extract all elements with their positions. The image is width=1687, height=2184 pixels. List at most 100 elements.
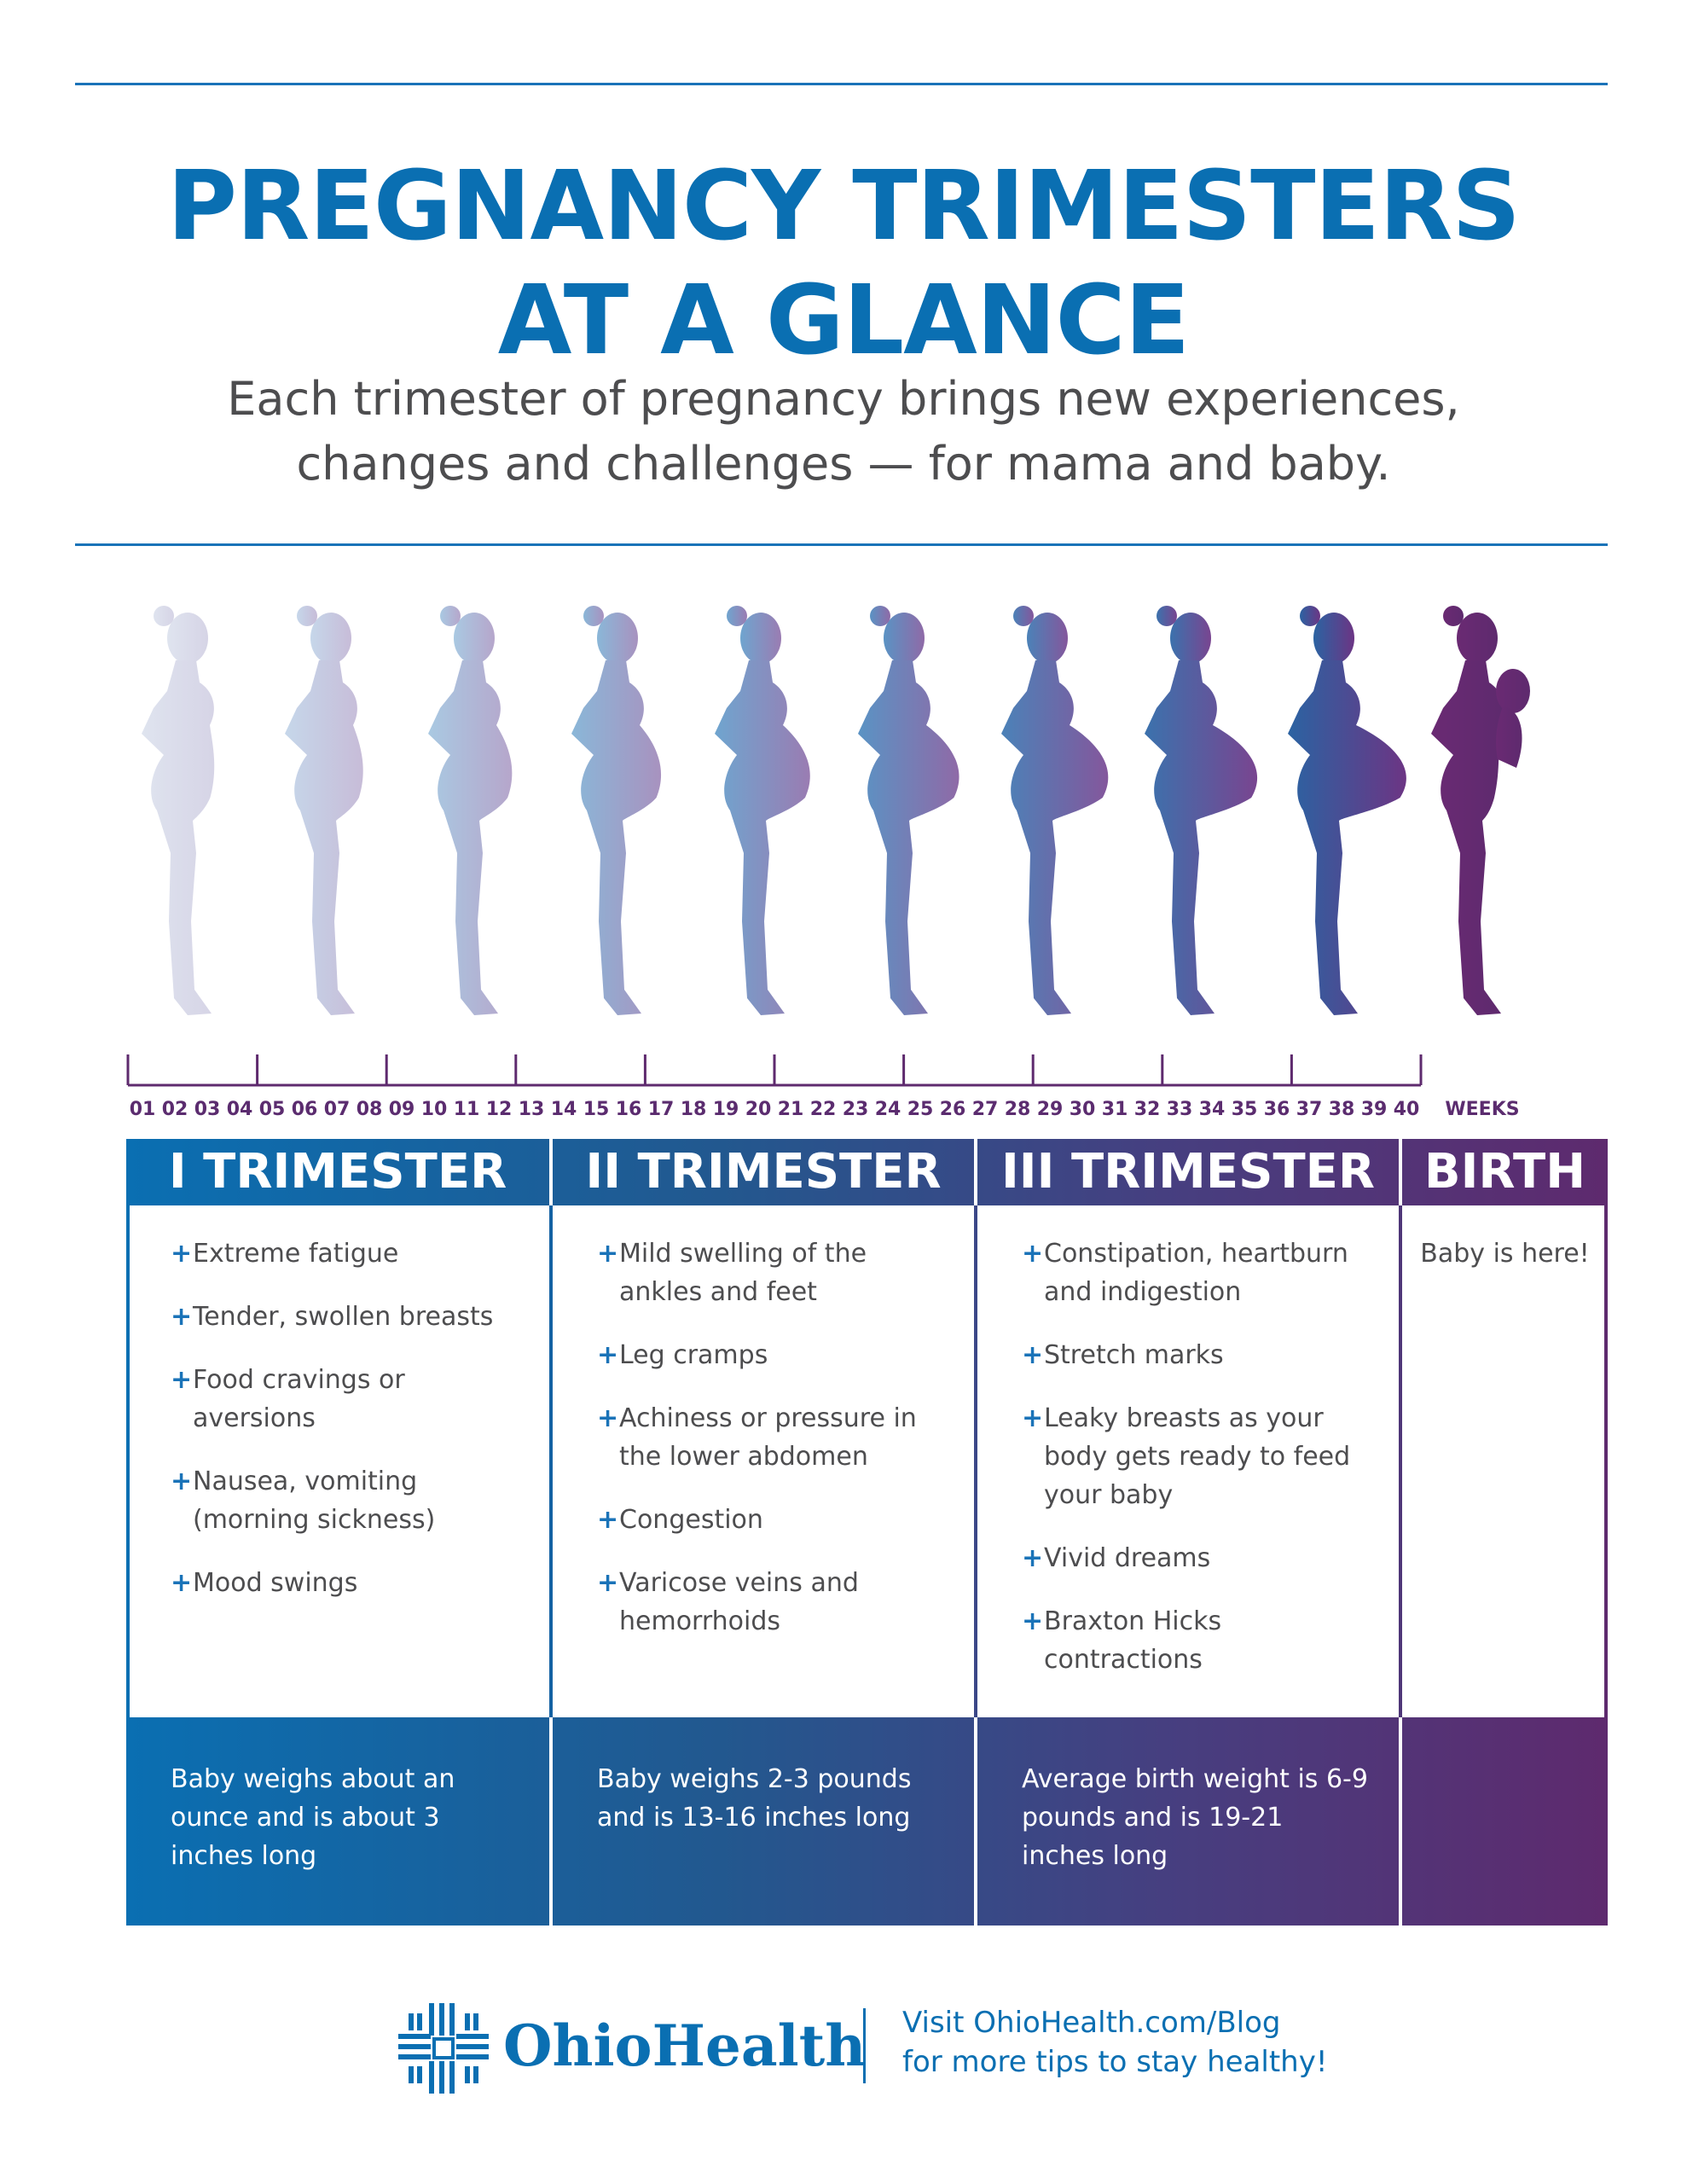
- footer: OhioHealth Visit OhioHealth.com/Blog for…: [0, 1996, 1687, 2099]
- week-label: 13: [518, 1099, 545, 1120]
- week-label: 14: [550, 1099, 577, 1120]
- pregnant-woman-silhouette-icon: [1288, 606, 1406, 1015]
- subtitle-line-1: Each trimester of pregnancy brings new e…: [227, 372, 1460, 426]
- week-label: 03: [194, 1099, 221, 1120]
- list-item: +Vivid dreams: [1022, 1543, 1211, 1573]
- week-label: 22: [809, 1099, 837, 1120]
- week-label: 12: [485, 1099, 513, 1120]
- list-item: +Extreme fatigue: [171, 1239, 399, 1269]
- week-label: 10: [420, 1099, 448, 1120]
- list-item: +Varicose veins and hemorrhoids: [597, 1568, 859, 1636]
- footer-call-to-action[interactable]: Visit OhioHealth.com/Blog for more tips …: [902, 2003, 1327, 2082]
- title-line-2: AT A GLANCE: [497, 265, 1190, 376]
- week-label: 37: [1296, 1099, 1323, 1120]
- week-label: 05: [258, 1099, 286, 1120]
- trimester-2-baby-size: Baby weighs 2-3 pounds and is 13-16 inch…: [597, 1764, 912, 1833]
- list-item: +Achiness or pressure in the lower abdom…: [597, 1403, 917, 1472]
- week-label: 29: [1036, 1099, 1064, 1120]
- trimester-3-baby-size: Average birth weight is 6-9 pounds and i…: [1022, 1764, 1368, 1871]
- week-label: 24: [874, 1099, 901, 1120]
- week-label: 28: [1004, 1099, 1031, 1120]
- blog-link[interactable]: Visit OhioHealth.com/Blog: [902, 2006, 1281, 2040]
- list-item: +Leg cramps: [597, 1340, 768, 1370]
- weeks-axis-label: WEEKS: [1445, 1099, 1520, 1120]
- week-label: 18: [680, 1099, 707, 1120]
- trimester-2-symptoms: +Mild swelling of the ankles and feet +L…: [597, 1234, 947, 1665]
- trimester-3-heading: III TRIMESTER: [1000, 1144, 1376, 1199]
- week-label: 38: [1328, 1099, 1355, 1120]
- table-header-band: [126, 1139, 1608, 1205]
- list-item: +Braxton Hicks contractions: [1022, 1606, 1222, 1675]
- column-divider: [1399, 1205, 1402, 1717]
- title-line-1: PREGNANCY TRIMESTERS: [167, 151, 1521, 262]
- trimester-1-baby-size: Baby weighs about an ounce and is about …: [171, 1764, 455, 1871]
- footer-separator: [863, 2008, 866, 2083]
- week-label: 36: [1263, 1099, 1290, 1120]
- page-title: PREGNANCY TRIMESTERS AT A GLANCE: [0, 149, 1687, 378]
- week-label: 40: [1393, 1099, 1420, 1120]
- subtitle-line-2: changes and challenges — for mama and ba…: [296, 437, 1391, 491]
- brand-name: OhioHealth: [503, 2013, 867, 2079]
- week-label: 39: [1360, 1099, 1388, 1120]
- week-label: 35: [1231, 1099, 1258, 1120]
- trimester-1-heading: I TRIMESTER: [168, 1144, 507, 1199]
- list-item: +Mood swings: [171, 1568, 358, 1598]
- trimester-3-symptoms: +Constipation, heartburn and indigestion…: [1022, 1234, 1380, 1704]
- pregnant-woman-silhouette-icon: [285, 606, 363, 1015]
- week-label: 27: [971, 1099, 999, 1120]
- week-label: 23: [842, 1099, 869, 1120]
- pregnant-woman-silhouette-icon: [858, 606, 959, 1015]
- birth-note: Baby is here!: [1420, 1239, 1590, 1269]
- page-subtitle: Each trimester of pregnancy brings new e…: [0, 367, 1687, 497]
- top-divider: [75, 83, 1608, 85]
- pregnant-woman-silhouette-icon: [1145, 606, 1258, 1015]
- list-item: +Tender, swollen breasts: [171, 1302, 494, 1332]
- week-label: 32: [1133, 1099, 1161, 1120]
- table-body: [126, 1205, 1608, 1717]
- week-label: 25: [907, 1099, 934, 1120]
- week-label: 04: [226, 1099, 253, 1120]
- list-item: +Stretch marks: [1022, 1340, 1224, 1370]
- pregnant-woman-silhouette-icon: [428, 606, 513, 1015]
- column-divider: [974, 1205, 977, 1717]
- mother-holding-baby-silhouette-icon: [1431, 606, 1530, 1015]
- blog-tagline: for more tips to stay healthy!: [902, 2045, 1328, 2079]
- list-item: +Mild swelling of the ankles and feet: [597, 1239, 867, 1307]
- week-label: 33: [1166, 1099, 1193, 1120]
- birth-heading: BIRTH: [1423, 1144, 1586, 1199]
- week-label: 07: [323, 1099, 351, 1120]
- week-label: 09: [388, 1099, 415, 1120]
- list-item: +Food cravings or aversions: [171, 1365, 405, 1433]
- ohiohealth-woven-cross-icon: [398, 2003, 489, 2094]
- week-label: 34: [1198, 1099, 1226, 1120]
- week-label: 31: [1101, 1099, 1128, 1120]
- list-item: +Nausea, vomiting (morning sickness): [171, 1467, 436, 1535]
- column-divider: [549, 1205, 553, 1717]
- table-footer-band: [126, 1717, 1608, 1926]
- week-label: 16: [615, 1099, 642, 1120]
- list-item: +Constipation, heartburn and indigestion: [1022, 1239, 1348, 1307]
- weeks-ruler: [126, 1054, 1423, 1087]
- week-label: 15: [583, 1099, 610, 1120]
- week-label: 11: [453, 1099, 480, 1120]
- mid-divider: [75, 543, 1608, 546]
- week-label: 26: [939, 1099, 966, 1120]
- pregnant-woman-silhouette-icon: [142, 606, 215, 1015]
- week-label: 06: [291, 1099, 318, 1120]
- pregnant-woman-silhouette-icon: [715, 606, 810, 1015]
- list-item: +Leaky breasts as your body gets ready t…: [1022, 1403, 1351, 1510]
- trimester-1-symptoms: +Extreme fatigue +Tender, swollen breast…: [171, 1234, 529, 1627]
- week-label: 19: [712, 1099, 739, 1120]
- pregnancy-silhouettes: [142, 606, 1530, 1015]
- week-label: 20: [745, 1099, 772, 1120]
- pregnant-woman-silhouette-icon: [571, 606, 662, 1015]
- trimester-table: I TRIMESTER +Extreme fatigue +Tender, sw…: [126, 1139, 1608, 1926]
- week-label: 21: [777, 1099, 804, 1120]
- week-label: 30: [1069, 1099, 1096, 1120]
- list-item: +Congestion: [597, 1505, 763, 1535]
- week-label: 01: [129, 1099, 156, 1120]
- week-label: 17: [647, 1099, 675, 1120]
- trimester-2-heading: II TRIMESTER: [585, 1144, 942, 1199]
- week-label: 08: [356, 1099, 383, 1120]
- pregnant-woman-silhouette-icon: [1001, 606, 1109, 1015]
